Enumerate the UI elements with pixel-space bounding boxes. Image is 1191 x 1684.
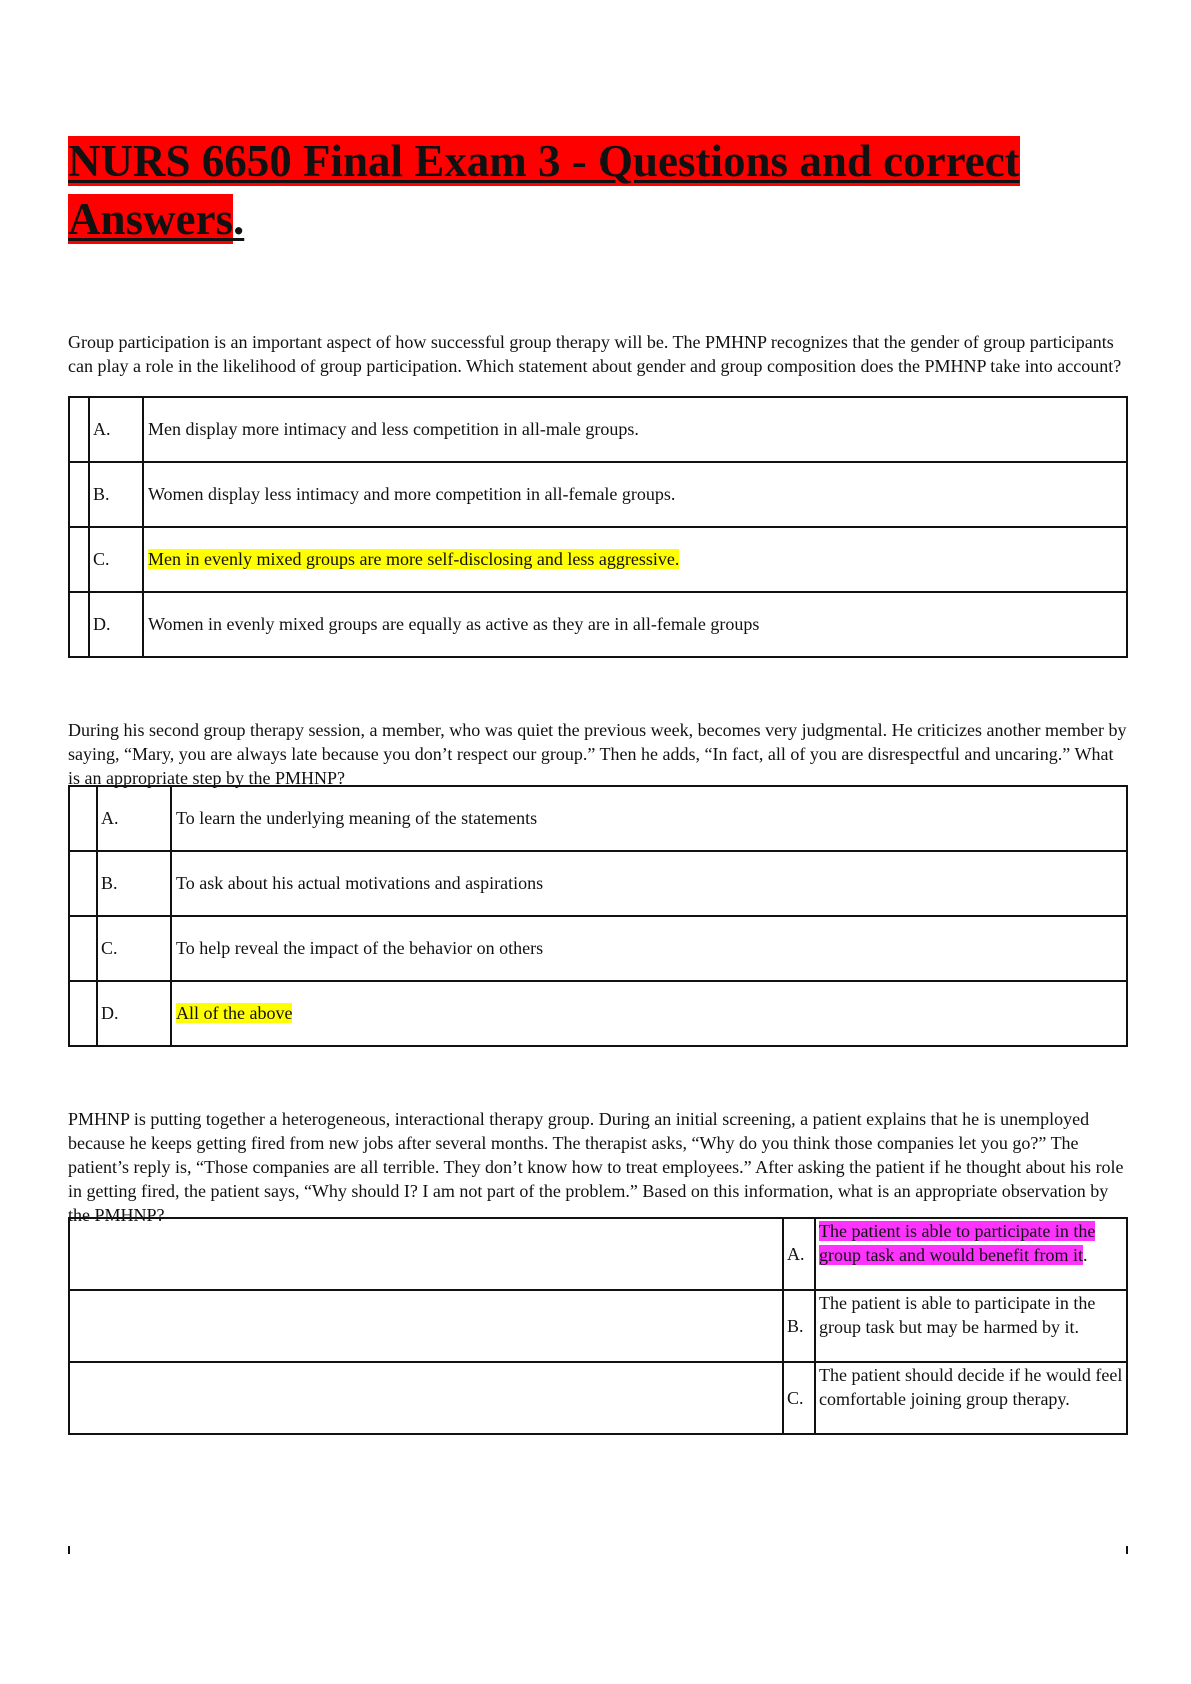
option-row[interactable]: A. To learn the underlying meaning of th… bbox=[68, 785, 1128, 852]
option-row-correct[interactable]: D. All of the above bbox=[68, 980, 1128, 1047]
question-3-options: A. The patient is able to participate in… bbox=[68, 1217, 1128, 1435]
option-row[interactable]: B. The patient is able to participate in… bbox=[68, 1289, 1128, 1363]
correct-answer-highlight: Men in evenly mixed groups are more self… bbox=[148, 549, 680, 569]
option-letter: A. bbox=[96, 785, 172, 852]
option-row[interactable]: C. To help reveal the impact of the beha… bbox=[68, 915, 1128, 982]
option-letter: A. bbox=[88, 396, 144, 463]
title-text: NURS 6650 Final Exam 3 - Questions and c… bbox=[68, 136, 1020, 244]
option-text: The patient should decide if he would fe… bbox=[814, 1361, 1128, 1435]
option-letter: C. bbox=[96, 915, 172, 982]
question-1-stem: Group participation is an important aspe… bbox=[68, 332, 1122, 376]
left-tick bbox=[68, 1546, 70, 1554]
option-letter: B. bbox=[88, 461, 144, 528]
option-row-correct[interactable]: C. Men in evenly mixed groups are more s… bbox=[68, 526, 1128, 593]
option-letter: D. bbox=[96, 980, 172, 1047]
option-row[interactable]: D. Women in evenly mixed groups are equa… bbox=[68, 591, 1128, 658]
option-row[interactable]: B. Women display less intimacy and more … bbox=[68, 461, 1128, 528]
option-row[interactable]: B. To ask about his actual motivations a… bbox=[68, 850, 1128, 917]
option-letter: D. bbox=[88, 591, 144, 658]
question-1-options: A. Men display more intimacy and less co… bbox=[68, 396, 1128, 658]
option-letter: B. bbox=[782, 1289, 816, 1363]
option-text: The patient is able to participate in th… bbox=[814, 1289, 1128, 1363]
option-letter: B. bbox=[96, 850, 172, 917]
option-row[interactable]: A. Men display more intimacy and less co… bbox=[68, 396, 1128, 463]
question-3-stem: PMHNP is putting together a heterogeneou… bbox=[68, 1109, 1124, 1225]
right-tick bbox=[1126, 1546, 1128, 1554]
option-text: To learn the underlying meaning of the s… bbox=[170, 785, 1128, 852]
correct-answer-highlight: The patient is able to participate in th… bbox=[819, 1221, 1096, 1265]
question-2-stem: During his second group therapy session,… bbox=[68, 720, 1127, 788]
option-text: To ask about his actual motivations and … bbox=[170, 850, 1128, 917]
title-period: . bbox=[233, 194, 245, 244]
option-letter: C. bbox=[88, 526, 144, 593]
option-text: Men display more intimacy and less compe… bbox=[142, 396, 1128, 463]
answer-period: . bbox=[1082, 1245, 1088, 1265]
option-letter: C. bbox=[782, 1361, 816, 1435]
option-text: To help reveal the impact of the behavio… bbox=[170, 915, 1128, 982]
option-row[interactable]: C. The patient should decide if he would… bbox=[68, 1361, 1128, 1435]
question-2-options: A. To learn the underlying meaning of th… bbox=[68, 785, 1128, 1047]
correct-answer-highlight: All of the above bbox=[176, 1003, 293, 1023]
option-row-correct[interactable]: A. The patient is able to participate in… bbox=[68, 1217, 1128, 1291]
option-text: Women in evenly mixed groups are equally… bbox=[142, 591, 1128, 658]
option-letter: A. bbox=[782, 1217, 816, 1291]
document-title: NURS 6650 Final Exam 3 - Questions and c… bbox=[68, 132, 1108, 248]
option-text: Women display less intimacy and more com… bbox=[142, 461, 1128, 528]
table-continuation-marks bbox=[68, 1546, 1128, 1554]
